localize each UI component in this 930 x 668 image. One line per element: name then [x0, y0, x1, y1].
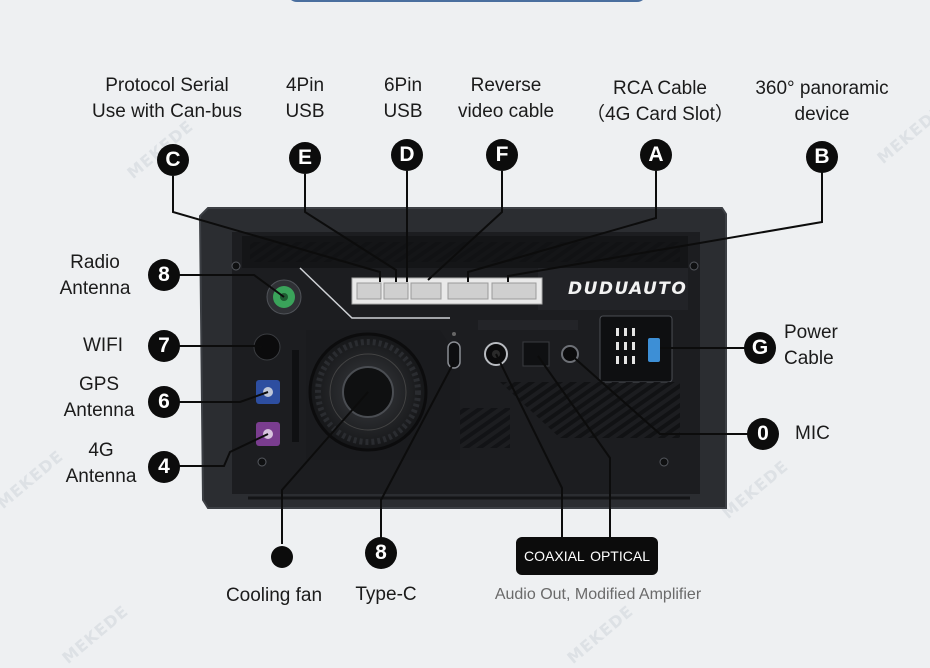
badge-c: C	[157, 144, 189, 176]
brand-logo: DUDUAUTO	[568, 279, 688, 299]
label-usb-6pin: 6Pin USB	[383, 75, 423, 122]
label-rca-cable: RCA Cable （4G Card Slot）	[586, 78, 734, 125]
label-audio-out: Audio Out, Modified Amplifier	[494, 586, 702, 603]
badge-f: F	[486, 139, 518, 171]
label-gps-antenna: GPS Antenna	[63, 374, 135, 421]
label-cooling-fan: Cooling fan	[225, 585, 323, 606]
top-banner-edge	[287, 0, 647, 2]
badge-wifi-7: 7	[148, 330, 180, 362]
badge-gps-6: 6	[148, 386, 180, 418]
badge-radio-8: 8	[148, 259, 180, 291]
label-type-c: Type-C	[355, 584, 417, 605]
badge-typec-8: 8	[365, 537, 397, 569]
badge-e: E	[289, 142, 321, 174]
label-radio-antenna: Radio Antenna	[59, 252, 131, 299]
label-power-cable: Power Cable	[784, 322, 838, 369]
badge-a: A	[640, 139, 672, 171]
badge-d: D	[391, 139, 423, 171]
badge-mic-0: 0	[747, 418, 779, 450]
label-4g-antenna: 4G Antenna	[65, 440, 137, 487]
label-usb-4pin: 4Pin USB	[285, 75, 325, 122]
badge-b: B	[806, 141, 838, 173]
label-wifi: WIFI	[82, 335, 124, 356]
audio-coaxial-optical-box: COAXIAL OPTICAL	[516, 537, 658, 575]
label-reverse-video: Reverse video cable	[457, 75, 555, 122]
badge-power-g: G	[744, 332, 776, 364]
head-unit-illustration	[172, 171, 823, 568]
badge-4g-4: 4	[148, 451, 180, 483]
label-protocol-serial: Protocol Serial Use with Can-bus	[92, 75, 242, 122]
label-mic: MIC	[795, 423, 830, 444]
label-panoramic: 360° panoramic device	[755, 78, 889, 125]
